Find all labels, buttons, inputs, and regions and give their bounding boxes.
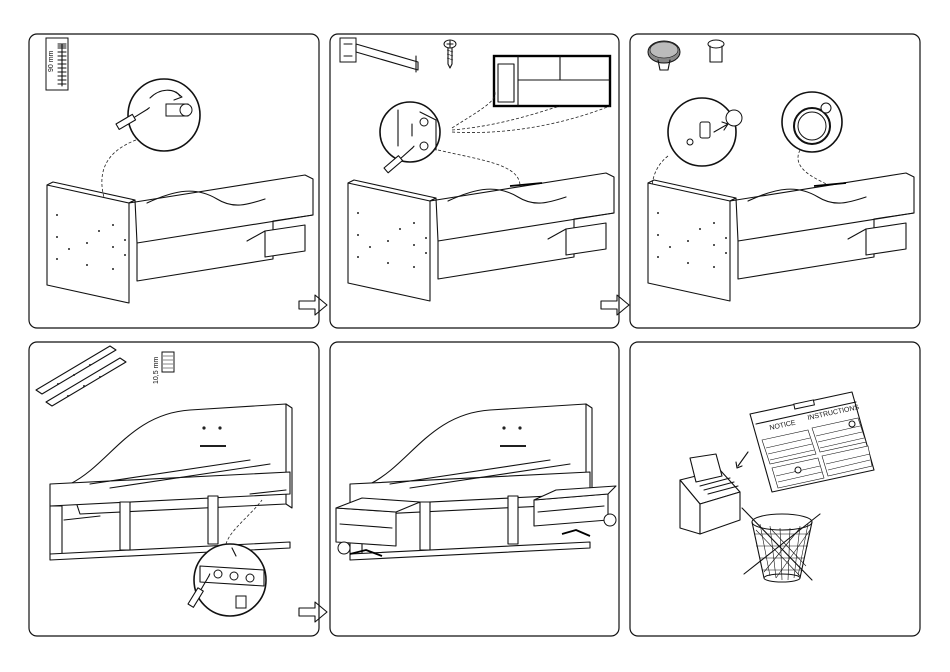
step-6-panel: NOTICE INSTRUCTIONS — [630, 342, 920, 636]
step-2-panel — [330, 34, 629, 328]
step-5-panel — [330, 342, 619, 636]
step-4-panel: 10,5 mm — [29, 342, 327, 636]
dowel-length-label: 90 mm — [48, 50, 55, 72]
cap-detail-circle — [782, 92, 842, 152]
cam-dowel-hardware: 90 mm — [46, 38, 68, 90]
step-1-panel: 90 mm — [29, 34, 327, 328]
screw-length-label: 10,5 mm — [153, 357, 160, 384]
step-3-panel — [630, 34, 920, 328]
